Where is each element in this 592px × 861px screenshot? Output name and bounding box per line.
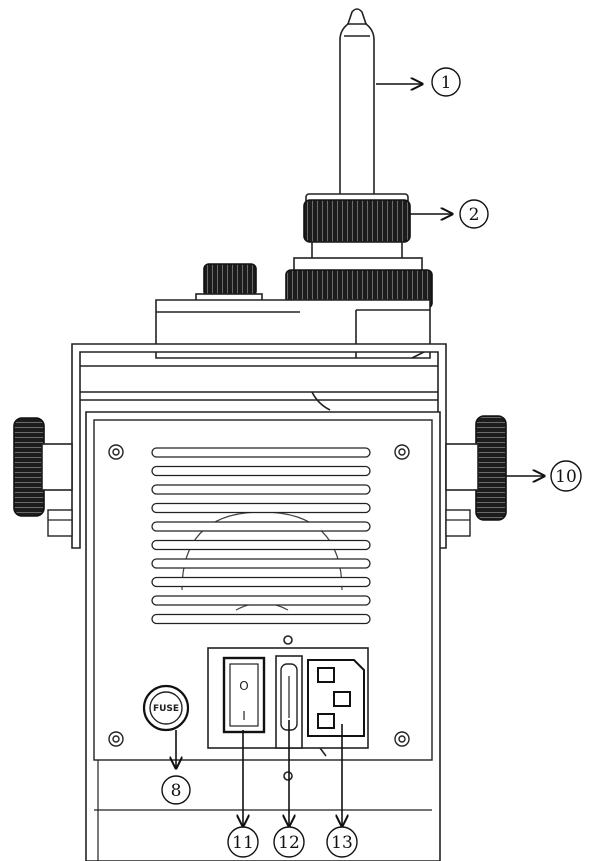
right-side-knob	[445, 415, 507, 537]
fuse-label: FUSE	[153, 704, 179, 714]
callout-11: 11	[227, 826, 259, 858]
switch-off-mark: I	[242, 709, 246, 723]
callout-10: 10	[550, 460, 582, 492]
vent-slot	[151, 595, 371, 606]
small-top-knob	[195, 263, 263, 305]
callout-12: 12	[273, 826, 305, 858]
svg-text:11: 11	[232, 833, 254, 853]
vent-slot	[151, 465, 371, 477]
vent-slot	[151, 576, 371, 588]
vent-slot	[151, 447, 371, 458]
vent-slot	[151, 613, 371, 625]
svg-text:13: 13	[331, 833, 353, 853]
panel-screws	[108, 444, 410, 747]
svg-text:12: 12	[278, 833, 300, 853]
callout-arrows	[176, 84, 544, 826]
fuse-holder: FUSE	[142, 684, 190, 732]
vent-slot	[151, 502, 371, 514]
vent-slot	[151, 539, 371, 551]
svg-text:10: 10	[555, 467, 577, 487]
frame-bracket	[71, 343, 447, 549]
svg-text:1: 1	[441, 73, 452, 93]
upper-knurled-nut	[303, 193, 411, 261]
callout-2: 2	[459, 199, 489, 229]
callout-8: 8	[161, 775, 191, 805]
power-inlet-module	[207, 635, 369, 781]
svg-text:2: 2	[469, 205, 480, 225]
vent-slot	[151, 558, 371, 569]
svg-text:8: 8	[171, 781, 182, 801]
switch-on-mark: O	[239, 679, 248, 693]
vent-slot	[151, 521, 371, 532]
back-panel	[85, 411, 441, 861]
callout-1: 1	[431, 67, 461, 97]
probe-shaft	[339, 8, 375, 199]
ventilation-slots	[151, 447, 371, 625]
callout-13: 13	[326, 826, 358, 858]
vent-slot	[151, 484, 371, 495]
left-side-knob	[13, 417, 73, 537]
